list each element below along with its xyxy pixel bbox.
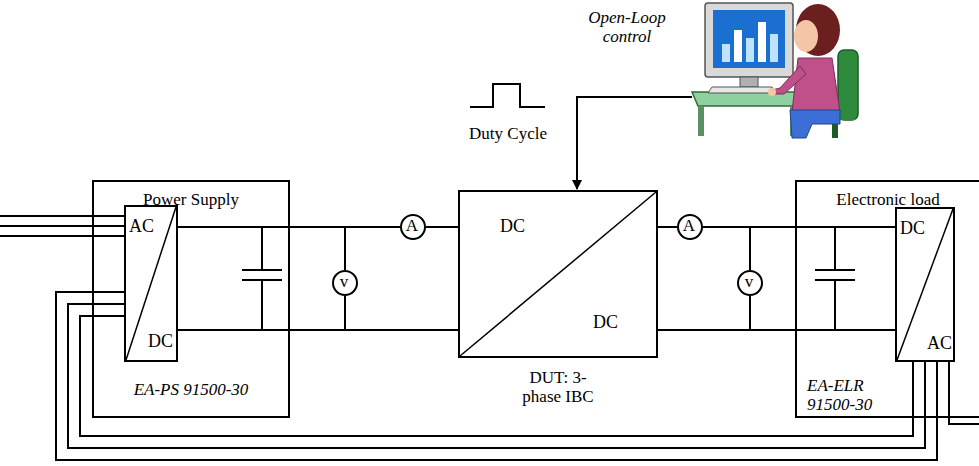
mains-wire	[0, 235, 124, 237]
voltmeter-lead	[345, 227, 750, 330]
dut-converter-box: DCDCDUT: 3-phase IBC	[458, 190, 658, 358]
node-text: DC	[593, 313, 618, 332]
dc-ac-converter: DC AC	[895, 207, 955, 362]
wire-connector	[80, 316, 913, 436]
mains-wire	[0, 225, 124, 227]
node-text: DC	[148, 332, 173, 351]
power-supply-box: Power SupplyEA-PS 91500-30ACDC	[92, 180, 290, 418]
signal-label: Duty Cycle	[458, 124, 558, 143]
wire-connector	[178, 329, 458, 331]
wire-connector	[426, 226, 458, 228]
node-text: EA-ELR 91500-30	[807, 376, 881, 414]
voltmeter-symbol: v	[737, 270, 763, 296]
mains-wire	[0, 215, 124, 217]
meter-letter: A	[677, 214, 701, 238]
ac-dc-converter: AC DC	[124, 205, 178, 362]
converter-diagonal	[460, 192, 656, 356]
node-text: AC	[129, 217, 154, 236]
electronic-load-box: Electronic loadEA-ELR 91500-30DCAC	[795, 180, 979, 418]
node-text: DC	[500, 217, 525, 236]
node-text: EA-PS 91500-30	[94, 380, 288, 399]
grid-wire	[949, 362, 979, 424]
node-text: AC	[927, 334, 952, 353]
ammeter-symbol: A	[400, 214, 426, 240]
capacitor-symbol	[242, 227, 282, 330]
wire-connector	[658, 329, 895, 331]
control-arrow	[577, 97, 692, 189]
meter-letter: A	[400, 214, 424, 238]
ammeter-symbol: A	[677, 214, 703, 240]
wire-connector	[703, 226, 895, 228]
pulse-symbol	[470, 84, 545, 107]
wire-connector	[56, 292, 937, 460]
meter-letter: v	[332, 270, 356, 294]
meter-letter: v	[737, 270, 761, 294]
control-label: Open-Loop control	[577, 8, 677, 46]
node-text: DUT: 3-phase IBC	[515, 368, 601, 406]
voltmeter-symbol: v	[332, 270, 358, 296]
wire-connector	[658, 226, 677, 228]
computer-user-clipart	[692, 3, 858, 138]
capacitor-symbol	[815, 227, 855, 330]
node-text: DC	[900, 219, 925, 238]
